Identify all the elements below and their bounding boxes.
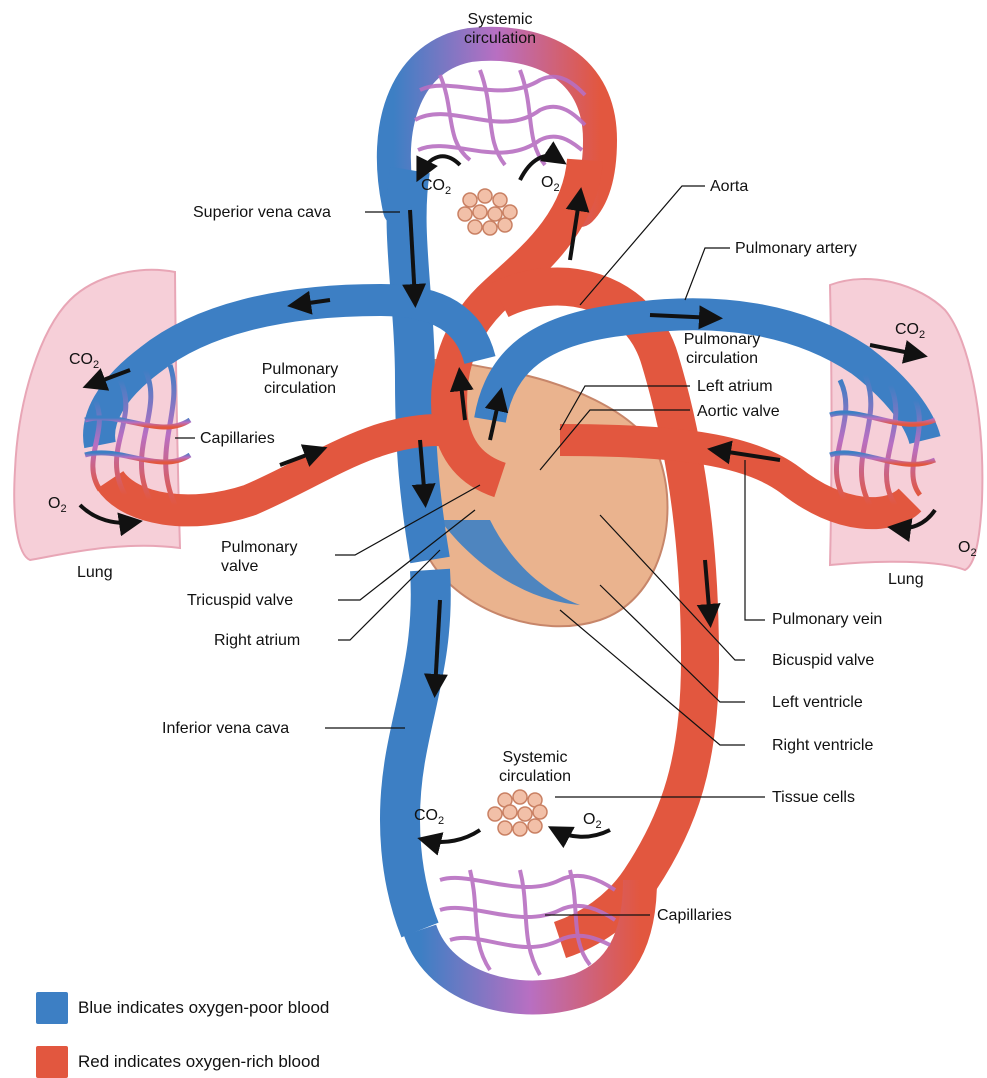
label-aortic-valve: Aortic valve [697,402,780,421]
label-right-ventricle: Right ventricle [772,736,873,755]
label-co2-bottom: CO2 [414,808,444,829]
label-bicuspid-valve: Bicuspid valve [772,651,874,670]
label-systemic-circulation-top: Systemic circulation [440,10,560,48]
label-pulmonary-vein: Pulmonary vein [772,610,882,629]
label-superior-vena-cava: Superior vena cava [193,203,331,222]
label-pulmonary-artery: Pulmonary artery [735,239,857,258]
legend-oxygen-rich: Red indicates oxygen-rich blood [36,1046,320,1078]
label-o2-bottom: O2 [583,812,602,833]
top-capillary-mesh [415,70,585,165]
label-pulmonary-circulation-right: Pulmonary circulation [662,330,782,368]
label-right-atrium: Right atrium [214,631,300,650]
label-pulmonary-circulation-left: Pulmonary circulation [240,360,360,398]
label-inferior-vena-cava: Inferior vena cava [162,719,289,738]
label-co2-right-lung: CO2 [895,322,925,343]
label-co2-left-lung: CO2 [69,352,99,373]
legend-swatch-red [36,1046,68,1078]
label-o2-right-lung: O2 [958,540,977,561]
label-lung-left: Lung [77,563,113,582]
label-co2-top: CO2 [421,178,451,199]
label-systemic-circulation-bottom: Systemic circulation [475,748,595,786]
label-left-atrium: Left atrium [697,377,773,396]
label-capillaries-bottom: Capillaries [657,906,732,925]
label-pulmonary-valve: Pulmonary valve [221,538,331,576]
label-capillaries-left: Capillaries [200,429,275,448]
legend-swatch-blue [36,992,68,1024]
tissue-cells-bottom [488,790,547,836]
legend-text-oxygen-poor: Blue indicates oxygen-poor blood [78,998,329,1018]
label-tricuspid-valve: Tricuspid valve [187,591,293,610]
label-left-ventricle: Left ventricle [772,693,863,712]
tissue-cells-top [458,189,517,235]
legend-oxygen-poor: Blue indicates oxygen-poor blood [36,992,329,1024]
legend-text-oxygen-rich: Red indicates oxygen-rich blood [78,1052,320,1072]
label-lung-right: Lung [888,570,924,589]
label-tissue-cells: Tissue cells [772,788,855,807]
inferior-vena-cava [400,570,431,930]
label-aorta: Aorta [710,177,748,196]
label-o2-left-lung: O2 [48,496,67,517]
label-o2-top: O2 [541,175,560,196]
